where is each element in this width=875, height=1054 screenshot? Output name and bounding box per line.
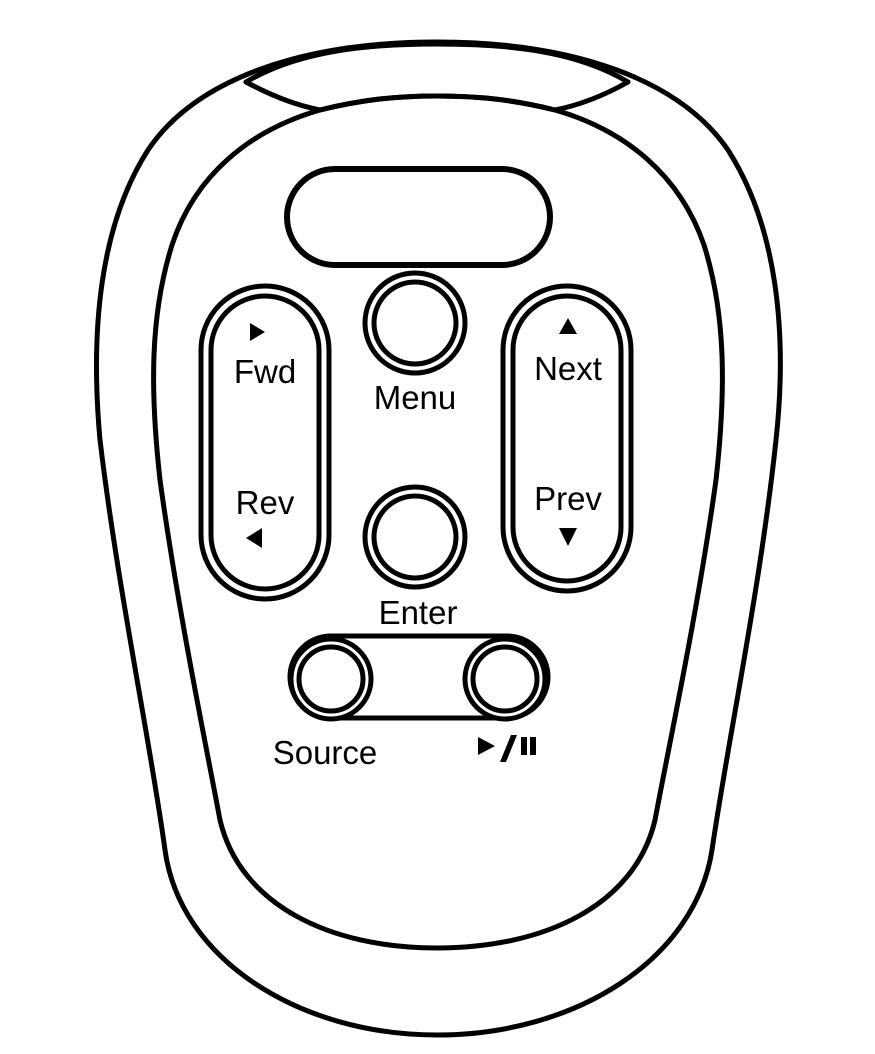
remote-outer-shell <box>93 39 783 1038</box>
source-button[interactable] <box>288 636 374 722</box>
menu-button[interactable] <box>362 270 468 376</box>
play-pause-button[interactable] <box>462 636 548 722</box>
menu-label: Menu <box>374 379 457 416</box>
enter-label: Enter <box>379 594 458 631</box>
next-prev-rocker[interactable] <box>500 283 634 594</box>
triangle-left-icon <box>246 528 262 548</box>
enter-button[interactable] <box>362 484 468 590</box>
rev-label: Rev <box>236 484 295 521</box>
remote-inner-face <box>151 93 725 951</box>
fwd-label: Fwd <box>234 353 296 390</box>
fwd-rev-rocker[interactable] <box>198 283 332 602</box>
triangle-right-icon <box>250 323 265 341</box>
prev-label: Prev <box>534 480 602 517</box>
play-pause-icon <box>478 735 536 762</box>
next-label: Next <box>534 350 602 387</box>
display-window <box>284 166 553 268</box>
source-label: Source <box>273 734 378 771</box>
triangle-down-icon <box>559 528 577 546</box>
triangle-up-icon <box>559 318 577 334</box>
remote-top-cap-outer <box>243 41 631 85</box>
